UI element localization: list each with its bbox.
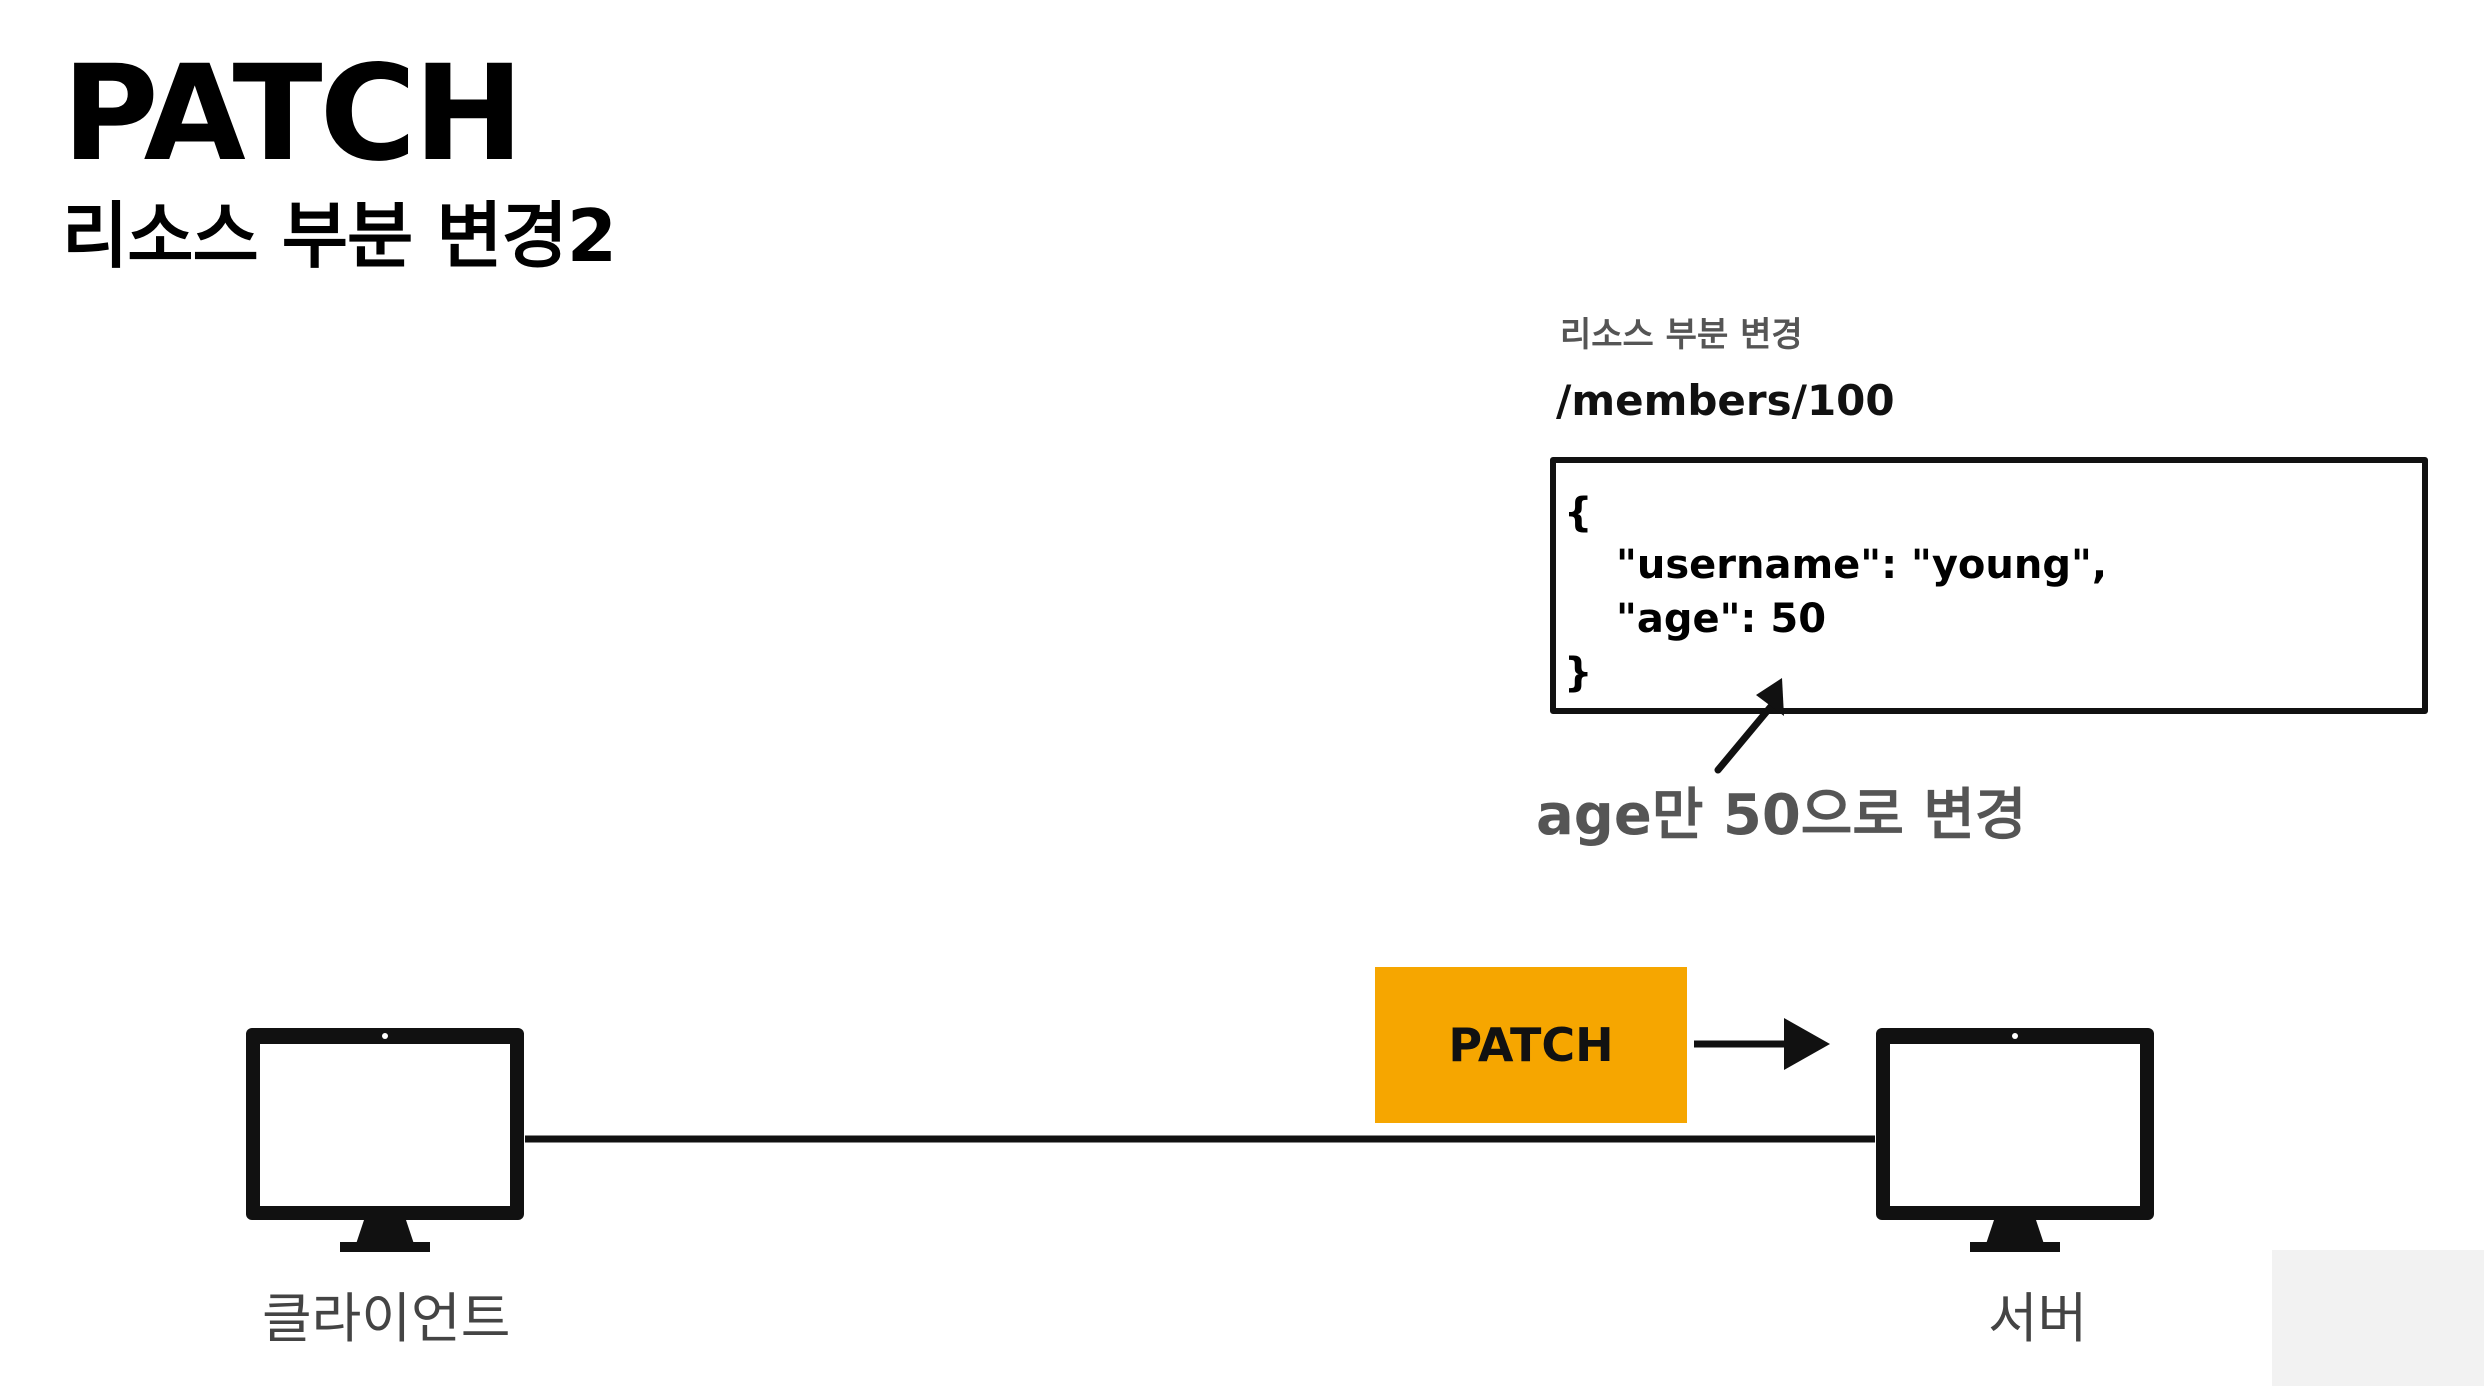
body-open-brace: { xyxy=(1564,490,1593,536)
resource-label: 리소스 부분 변경 xyxy=(1560,315,1803,355)
resource-path: /members/100 xyxy=(1556,376,1895,425)
client-label: 클라이언트 xyxy=(262,1287,511,1350)
body-close-brace: } xyxy=(1564,650,1593,696)
annotation-arrow-shaft xyxy=(1714,694,1782,774)
slide-subtitle: 리소스 부분 변경2 xyxy=(62,194,617,278)
client-monitor-icon xyxy=(246,1028,524,1256)
body-username-line: "username": "young", xyxy=(1616,542,2108,588)
server-label: 서버 xyxy=(1988,1287,2088,1350)
request-arrow-head xyxy=(1784,1018,1830,1070)
method-badge: PATCH xyxy=(1375,967,1687,1123)
method-label: PATCH xyxy=(1448,1018,1614,1072)
corner-overlay xyxy=(2272,1250,2484,1386)
annotation-note: age만 50으로 변경 xyxy=(1536,783,2027,848)
body-age-line: "age": 50 xyxy=(1616,596,1827,642)
request-body-box: { "username": "young", "age": 50 } xyxy=(1550,457,2428,714)
server-monitor-icon xyxy=(1876,1028,2154,1256)
annotation-arrow-head xyxy=(1756,678,1784,716)
slide-title: PATCH xyxy=(62,37,524,191)
